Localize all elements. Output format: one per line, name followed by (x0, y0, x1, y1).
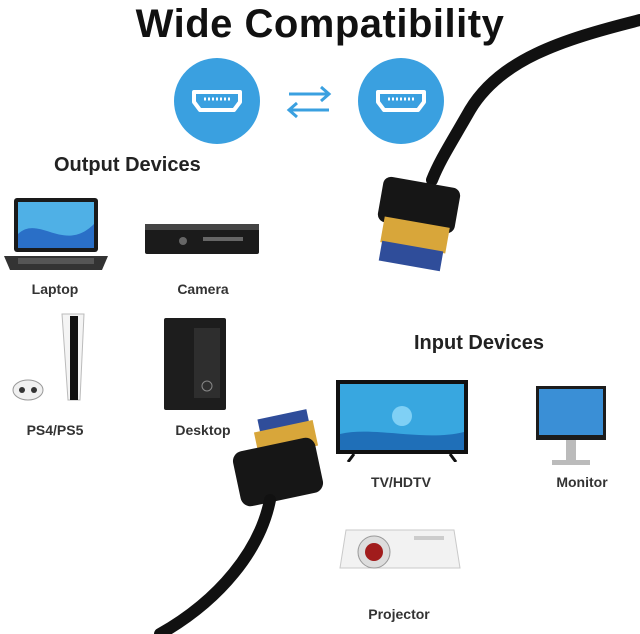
label-laptop: Laptop (31, 281, 79, 297)
hdmi-cable-lower (154, 409, 324, 634)
label-desktop: Desktop (175, 422, 231, 438)
label-monitor: Monitor (556, 474, 608, 490)
monitor-image (534, 384, 608, 470)
tv-image (334, 378, 470, 462)
label-tv-hdtv: TV/HDTV (371, 474, 431, 490)
ps5-image (10, 312, 100, 404)
bidirectional-arrows-icon (283, 84, 335, 120)
laptop-image (4, 194, 108, 274)
camera-image (143, 222, 261, 258)
desktop-image (160, 316, 234, 412)
projector-image (336, 516, 466, 584)
section-output-devices: Output Devices (54, 154, 201, 176)
hdmi-port-icon (174, 58, 260, 144)
label-projector: Projector (368, 606, 430, 622)
section-input-devices: Input Devices (414, 332, 545, 354)
label-camera: Camera (177, 281, 229, 297)
hdmi-port-icon (358, 58, 444, 144)
hdmi-cable-upper (377, 14, 640, 272)
page-title: Wide Compatibility (135, 2, 505, 46)
label-ps4-ps5: PS4/PS5 (26, 422, 84, 438)
